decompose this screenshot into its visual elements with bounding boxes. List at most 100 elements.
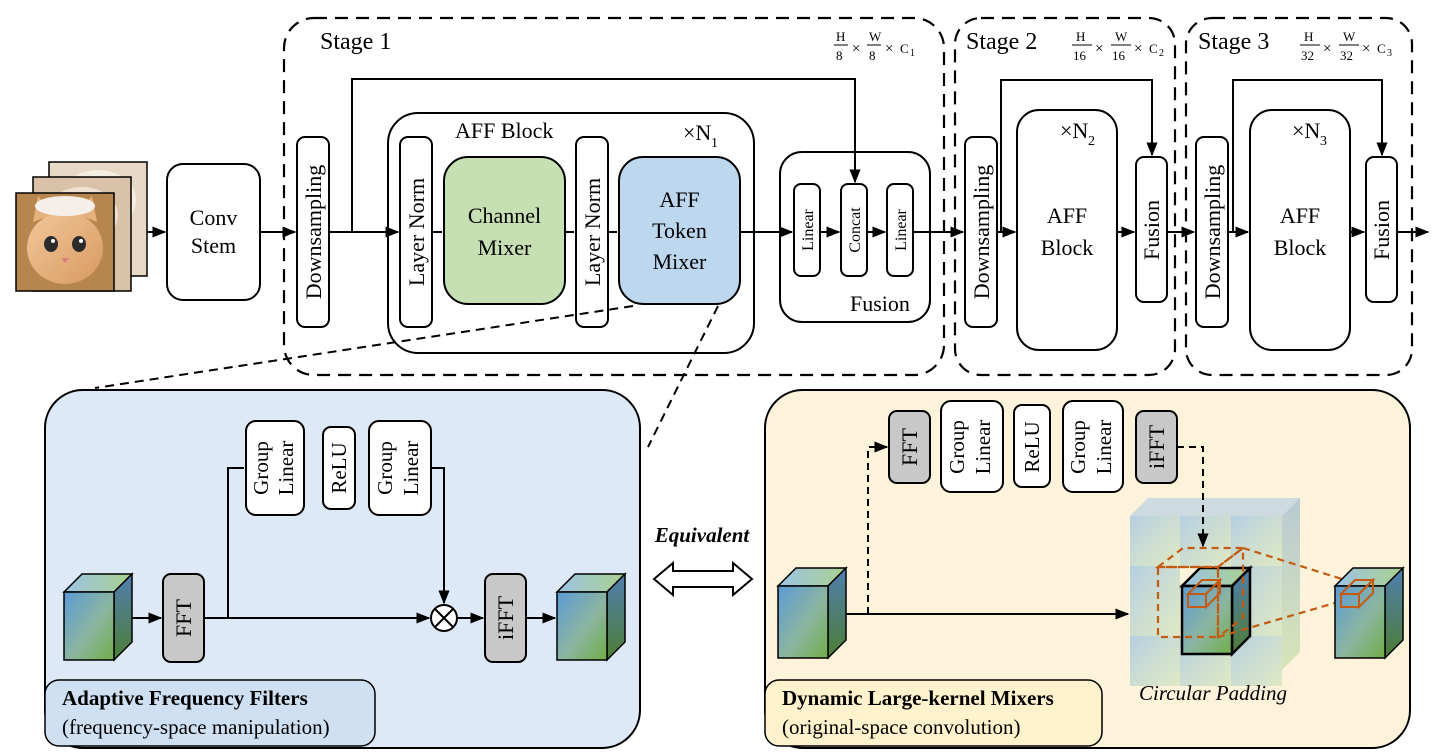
dim-c: C [900,41,909,56]
multiply-icon [430,604,458,632]
channel-mixer-label-2: Mixer [478,235,532,260]
main-flow-arrows [147,78,1430,238]
channel-mixer-block [443,156,566,305]
aff-block-stage-3 [1249,109,1351,351]
dim-w-divisor: 16 [1112,48,1126,63]
conv-stem-label-2: Stem [191,233,236,258]
dim-w-divisor: 8 [869,48,876,63]
relu-label-left: ReLU [327,442,351,493]
stage-3-block-label-2: Block [1274,235,1327,260]
dim-c-subscript: 2 [1159,48,1164,59]
relu-label-right: ReLU [1020,421,1044,472]
output-feature-cube-right [1333,566,1405,660]
downsampling-label: Downsampling [1200,165,1225,299]
ifft-label-left: iFFT [493,595,518,640]
conv-stem-block [166,163,261,301]
fusion-stage-2-label: Fusion [1139,200,1164,260]
linear-label: Linear [399,441,423,496]
aff-block-title: AFF Block [455,118,553,143]
stage-2-block-label-2: Block [1041,235,1094,260]
double-arrow-icon [652,560,754,598]
fusion-block-title: Fusion [850,291,910,316]
dim-h-divisor: 32 [1301,48,1314,63]
input-feature-cube-left [62,572,134,662]
linear-label: Linear [971,420,995,475]
times-sign: × [852,41,860,57]
output-feature-cube-left [555,572,627,662]
stage-1-dimension: H 8 × W 8 × C 1 [834,29,915,63]
left-panel-arrows [132,467,557,624]
linear-label: Linear [1092,420,1116,475]
group-linear-2-right [1062,400,1124,493]
right-caption-box [764,679,1103,747]
stage-2-dimension: H 16 × W 16 × C 2 [1072,29,1164,63]
dim-w-divisor: 32 [1340,48,1353,63]
group-linear-1-left [245,420,305,516]
fft-label-right: FFT [897,427,922,465]
dim-w: W [1115,29,1128,44]
dim-c: C [1149,41,1158,56]
fusion-linear-1-label: Linear [800,208,817,250]
group-linear-1-right [940,400,1004,493]
layer-norm-2-label: Layer Norm [580,178,605,286]
fusion-stage-3 [1365,156,1398,303]
fusion-concat-label: Concat [847,207,864,253]
circular-padding-label: Circular Padding [1139,681,1287,705]
stage-3-box [1184,16,1414,377]
stage-1-box [282,16,946,377]
left-caption-title: Adaptive Frequency Filters [62,686,308,710]
group-label: Group [1066,420,1090,474]
times-sign: × [885,41,893,57]
times-sign: × [1362,41,1370,57]
stage-3-block-label-1: AFF [1280,203,1320,228]
times-sign: × [1095,41,1103,57]
left-caption-box [44,679,376,747]
cat-photo [27,196,103,284]
zoom-line-right [647,305,719,448]
dim-h-divisor: 8 [836,48,843,63]
stage-3-repeat: ×N [1292,118,1320,143]
downsampling-label: Downsampling [301,165,326,299]
token-mixer-label-1: AFF [659,187,699,212]
downsampling-label: Downsampling [969,165,994,299]
ifft-label-right: iFFT [1144,424,1169,469]
fusion-concat [840,183,868,277]
aff-token-mixer-block [618,156,741,305]
layer-norm-1-label: Layer Norm [404,178,429,286]
fusion-linear-1 [793,183,821,277]
token-mixer-label-3: Mixer [653,249,707,274]
fusion-stage-3-label: Fusion [1369,200,1394,260]
group-label: Group [249,441,273,495]
linear-label: Linear [274,441,298,496]
dim-c-subscript: 3 [1387,48,1392,59]
zoom-line-left [94,305,634,389]
conv-stem-label-1: Conv [190,205,238,230]
stage-3-title: Stage 3 [1198,29,1269,55]
left-caption-subtitle: (frequency-space manipulation) [62,715,330,739]
dim-c-subscript: 1 [910,48,915,59]
stage-2-block-label-1: AFF [1047,203,1087,228]
input-image-stack [15,161,148,292]
fusion-linear-2 [886,183,914,277]
right-panel-arrows [846,441,1209,620]
equivalent-label: Equivalent [654,523,751,547]
fusion-linear-2-label: Linear [893,208,910,250]
stage-2-box [953,16,1177,377]
dim-h: H [836,29,845,44]
stage-2-title: Stage 2 [966,29,1037,55]
dim-h: H [1076,29,1085,44]
right-caption-subtitle: (original-space convolution) [782,715,1021,739]
times-sign: × [1323,41,1331,57]
aff-block-repeat: ×N [683,120,711,145]
channel-mixer-label-1: Channel [468,203,541,228]
aff-block-repeat-subscript: 1 [711,136,718,151]
stage-1-title: Stage 1 [320,29,391,55]
stage-2-repeat-subscript: 2 [1088,134,1095,149]
dim-w: W [869,29,882,44]
fusion-stage-2 [1135,156,1168,303]
dim-w: W [1343,29,1356,44]
fft-label-left: FFT [171,598,196,636]
center-feature-cube [1178,564,1254,658]
dim-c: C [1377,41,1386,56]
